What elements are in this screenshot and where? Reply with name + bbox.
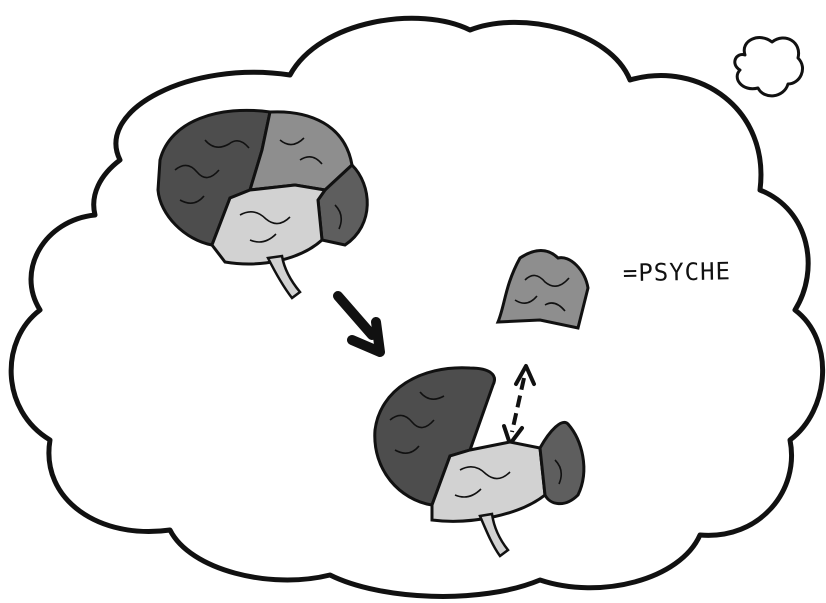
thought-cloud	[8, 15, 825, 599]
small-thought-puff	[733, 36, 804, 98]
psyche-label: =PSYCHE	[623, 257, 732, 287]
brain-stem-bottom	[478, 512, 510, 558]
detached-lobe	[495, 249, 590, 330]
brain-folds	[174, 137, 343, 243]
arrow-down-icon	[333, 291, 385, 357]
brain-missing-lobe	[373, 366, 586, 558]
brain-folds-bottom	[389, 391, 563, 498]
frontal-lobe-bottom	[373, 366, 496, 507]
brain-stem	[266, 254, 302, 300]
whole-brain	[156, 108, 369, 300]
temporal-lobe	[210, 183, 328, 266]
occipital-lobe-bottom	[538, 421, 586, 506]
